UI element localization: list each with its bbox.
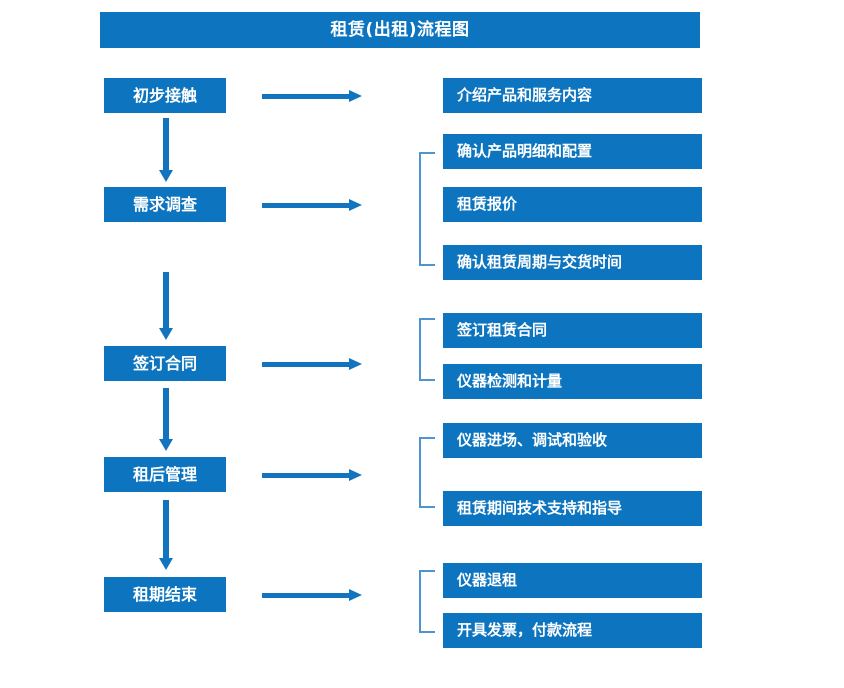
detail-box-invoice-payment[interactable]: 开具发票，付款流程 bbox=[443, 613, 702, 648]
stage-box-post-rental-mgmt[interactable]: 租后管理 bbox=[104, 457, 226, 492]
link-arrow-needs-survey bbox=[262, 197, 362, 213]
detail-box-confirm-period[interactable]: 确认租赁周期与交货时间 bbox=[443, 245, 702, 280]
arrow-shaft bbox=[163, 118, 169, 170]
bracket-post-rental-group bbox=[419, 437, 443, 508]
link-arrow-initial-contact bbox=[262, 88, 362, 104]
bracket-arm-bottom bbox=[419, 264, 435, 266]
bracket-needs-survey-group bbox=[419, 152, 443, 266]
flow-arrow-postmgmt-to-end bbox=[159, 500, 173, 570]
bracket-arm-top bbox=[419, 437, 435, 439]
bracket-arm-bottom bbox=[419, 506, 435, 508]
arrow-head-right-icon bbox=[349, 199, 362, 211]
detail-box-instrument-return[interactable]: 仪器退租 bbox=[443, 563, 702, 598]
bracket-rental-end-group bbox=[419, 570, 443, 633]
stage-box-sign-contract[interactable]: 签订合同 bbox=[104, 346, 226, 381]
bracket-arm-bottom bbox=[419, 631, 435, 633]
arrow-shaft bbox=[262, 203, 350, 208]
arrow-shaft bbox=[262, 593, 350, 598]
arrow-shaft bbox=[262, 94, 350, 99]
detail-box-sign-rental-contract[interactable]: 签订租赁合同 bbox=[443, 313, 702, 348]
bracket-arm-bottom bbox=[419, 379, 435, 381]
arrow-shaft bbox=[163, 272, 169, 328]
arrow-head-down-icon bbox=[159, 170, 173, 182]
detail-box-instrument-delivery[interactable]: 仪器进场、调试和验收 bbox=[443, 423, 702, 458]
bracket-spine bbox=[419, 437, 421, 508]
link-arrow-sign-contract bbox=[262, 356, 362, 372]
link-arrow-rental-end bbox=[262, 587, 362, 603]
arrow-shaft bbox=[262, 362, 350, 367]
bracket-arm-top bbox=[419, 152, 435, 154]
flow-arrow-initial-to-needs bbox=[159, 118, 173, 182]
flow-arrow-needs-to-contract bbox=[159, 272, 173, 340]
detail-box-introduce-products[interactable]: 介绍产品和服务内容 bbox=[443, 78, 702, 113]
arrow-head-down-icon bbox=[159, 439, 173, 451]
bracket-arm-top bbox=[419, 570, 435, 572]
bracket-spine bbox=[419, 152, 421, 266]
arrow-head-right-icon bbox=[349, 90, 362, 102]
arrow-head-down-icon bbox=[159, 558, 173, 570]
arrow-shaft bbox=[163, 388, 169, 439]
arrow-head-right-icon bbox=[349, 358, 362, 370]
page-title: 租赁(出租)流程图 bbox=[100, 12, 700, 48]
arrow-head-right-icon bbox=[349, 469, 362, 481]
detail-box-tech-support[interactable]: 租赁期间技术支持和指导 bbox=[443, 491, 702, 526]
arrow-shaft bbox=[262, 473, 350, 478]
bracket-arm-top bbox=[419, 318, 435, 320]
flow-arrow-contract-to-postmgmt bbox=[159, 388, 173, 451]
stage-box-initial-contact[interactable]: 初步接触 bbox=[104, 78, 226, 113]
link-arrow-post-rental-mgmt bbox=[262, 467, 362, 483]
stage-box-rental-end[interactable]: 租期结束 bbox=[104, 577, 226, 612]
arrow-head-right-icon bbox=[349, 589, 362, 601]
detail-box-confirm-spec[interactable]: 确认产品明细和配置 bbox=[443, 134, 702, 169]
detail-box-rental-quote[interactable]: 租赁报价 bbox=[443, 187, 702, 222]
bracket-spine bbox=[419, 318, 421, 381]
arrow-shaft bbox=[163, 500, 169, 558]
arrow-head-down-icon bbox=[159, 328, 173, 340]
stage-box-needs-survey[interactable]: 需求调查 bbox=[104, 187, 226, 222]
detail-box-instrument-test[interactable]: 仪器检测和计量 bbox=[443, 364, 702, 399]
bracket-sign-contract-group bbox=[419, 318, 443, 381]
bracket-spine bbox=[419, 570, 421, 633]
